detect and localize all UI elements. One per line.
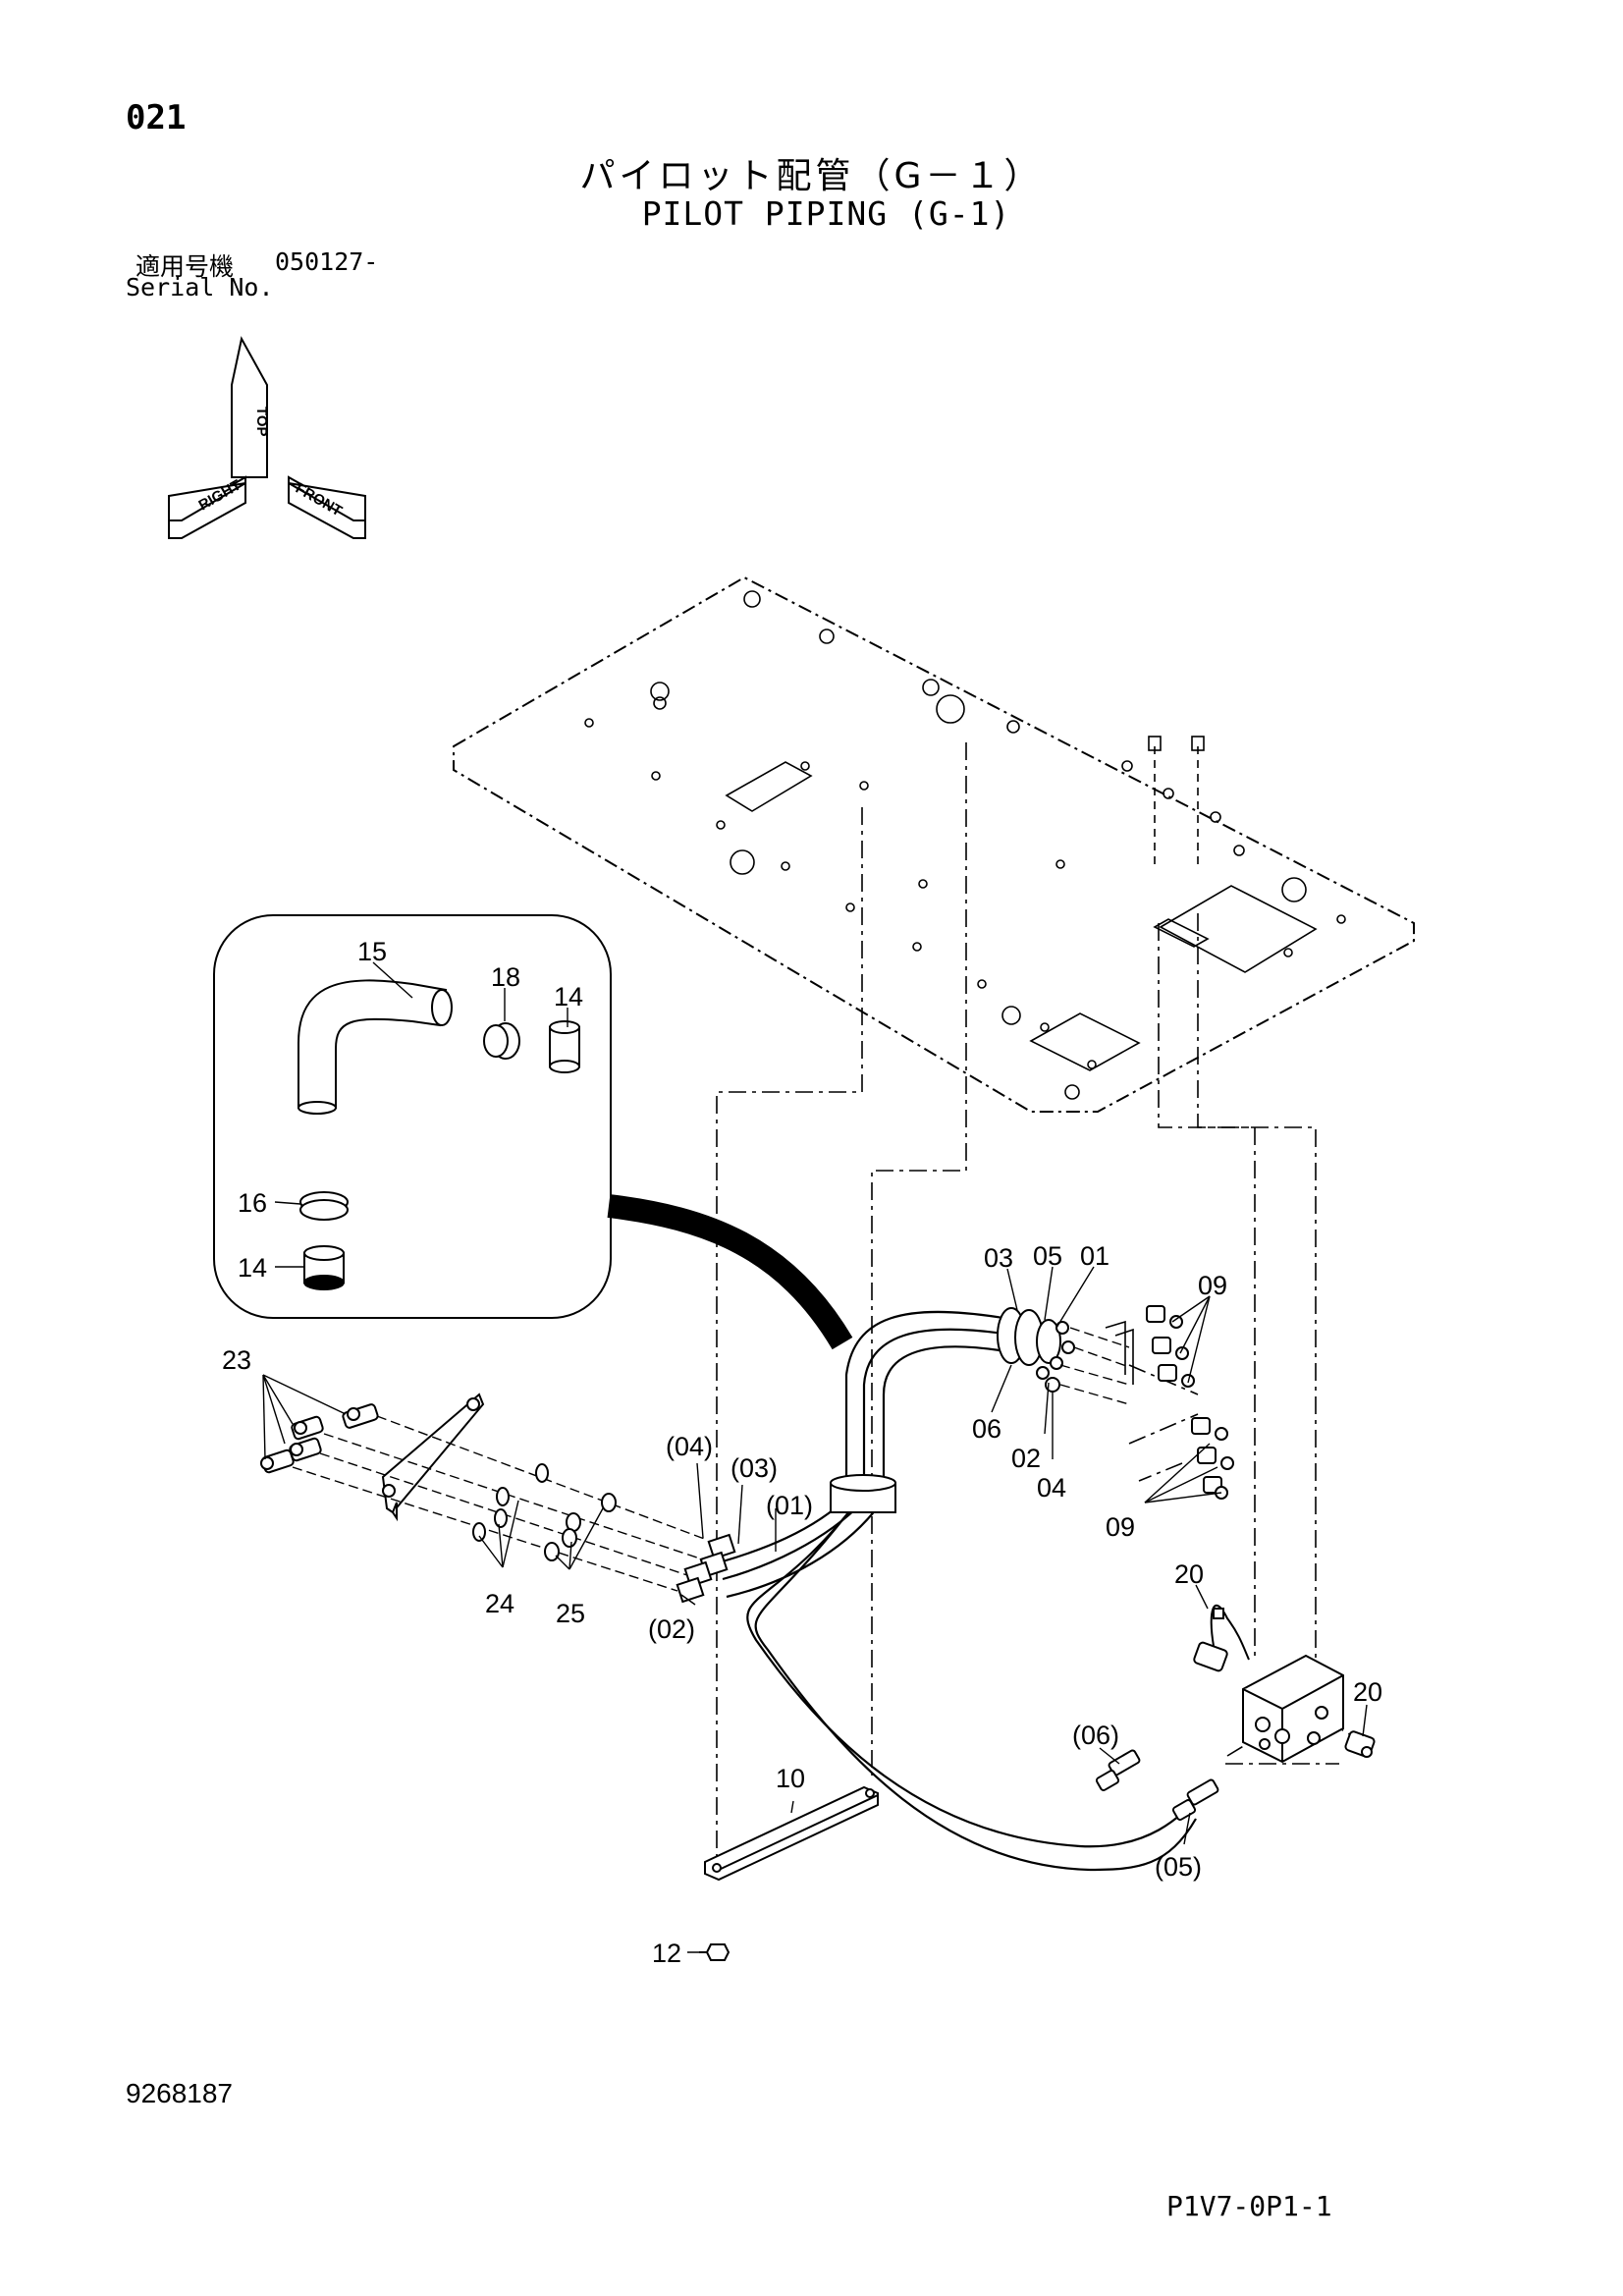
- callout-24: 24: [485, 1589, 514, 1618]
- callout-04: 04: [1037, 1473, 1066, 1503]
- page-number: 021: [126, 98, 187, 137]
- hose-end-fittings: [676, 1533, 736, 1604]
- callout-20-left: 20: [1174, 1559, 1204, 1589]
- callout-10: 10: [776, 1764, 805, 1793]
- orientation-labels: TOP RIGHT FRONT: [196, 407, 346, 519]
- o-rings-24: [472, 1463, 549, 1542]
- callout-labels: 15 18 14 16 14 03 05 01 09 06 02 04 09 2…: [222, 937, 1382, 1968]
- callout-12: 12: [652, 1939, 681, 1968]
- callout-06: 06: [972, 1414, 1001, 1444]
- pilot-valve-block: [1242, 1654, 1344, 1764]
- elbow-fittings-09-upper: [1146, 1305, 1195, 1388]
- callout-25: 25: [556, 1599, 585, 1628]
- callout-15: 15: [357, 937, 387, 966]
- connector-bracket: [1105, 1320, 1134, 1385]
- fittings-23: [260, 1403, 379, 1474]
- callout-03-ref: (03): [730, 1453, 778, 1483]
- callout-05: 05: [1033, 1241, 1062, 1271]
- floor-plate: [453, 575, 1415, 1113]
- serial-label: Serial No.: [126, 273, 274, 301]
- floor-plate-openings: [725, 761, 1318, 1071]
- callout-05-ref: (05): [1155, 1852, 1202, 1882]
- hose-bundle: [722, 1310, 1209, 1872]
- callout-20-right: 20: [1353, 1677, 1382, 1707]
- floor-plate-holes: [584, 590, 1346, 1100]
- callout-14-top: 14: [554, 982, 583, 1011]
- connector-leader-lines: [1059, 1327, 1130, 1405]
- o-rings-25: [544, 1493, 617, 1561]
- callout-14-bottom: 14: [238, 1253, 267, 1283]
- callout-16: 16: [238, 1188, 267, 1218]
- pressure-switch-20-right: [1344, 1730, 1376, 1758]
- page-code: P1V7-0P1-1: [1166, 2190, 1332, 2222]
- callout-18: 18: [491, 962, 520, 992]
- callout-09-lower: 09: [1106, 1512, 1135, 1542]
- callout-01-ref: (01): [766, 1491, 813, 1520]
- orientation-top-label: TOP: [253, 407, 270, 437]
- bracket-plate: [381, 1393, 485, 1522]
- callout-02: 02: [1011, 1444, 1041, 1473]
- page-title: PILOT PIPING (G-1): [641, 194, 1011, 233]
- orientation-indicator: [168, 336, 366, 539]
- callout-01: 01: [1080, 1241, 1109, 1271]
- retaining-plate: [704, 1785, 879, 1882]
- callout-leaders: [262, 961, 1368, 1953]
- callout-03: 03: [984, 1243, 1013, 1273]
- detail-hose-elbow: [298, 979, 453, 1115]
- hose-fitting-06: [1095, 1749, 1141, 1791]
- mounting-bolts: [1148, 736, 1205, 864]
- document-number: 9268187: [126, 2078, 234, 2108]
- callout-06-ref: (06): [1072, 1721, 1119, 1750]
- hose-fitting-05: [1171, 1778, 1219, 1821]
- serial-label-japanese: 適用号機: [135, 252, 235, 281]
- detail-clamp-16: [299, 1191, 349, 1221]
- assembly-guide-lines: [716, 742, 1364, 1866]
- bundle-band: [830, 1474, 896, 1513]
- elbow-fittings-09-lower: [1191, 1417, 1234, 1500]
- callout-02-ref: (02): [648, 1614, 695, 1644]
- detail-inset-box: [213, 914, 853, 1350]
- detail-clamp-18: [483, 1022, 520, 1060]
- detail-cap-14-bottom: [303, 1245, 345, 1290]
- detail-cap-14-top: [549, 1020, 580, 1073]
- pressure-switch-20-left: [1193, 1604, 1250, 1672]
- callout-23: 23: [222, 1345, 251, 1375]
- callout-04-ref: (04): [666, 1432, 713, 1461]
- callout-09-upper: 09: [1198, 1271, 1227, 1300]
- bulkhead-connector: [997, 1307, 1075, 1393]
- serial-code: 050127-: [275, 247, 379, 276]
- page-title-japanese: パイロット配管（G－１）: [579, 156, 1044, 196]
